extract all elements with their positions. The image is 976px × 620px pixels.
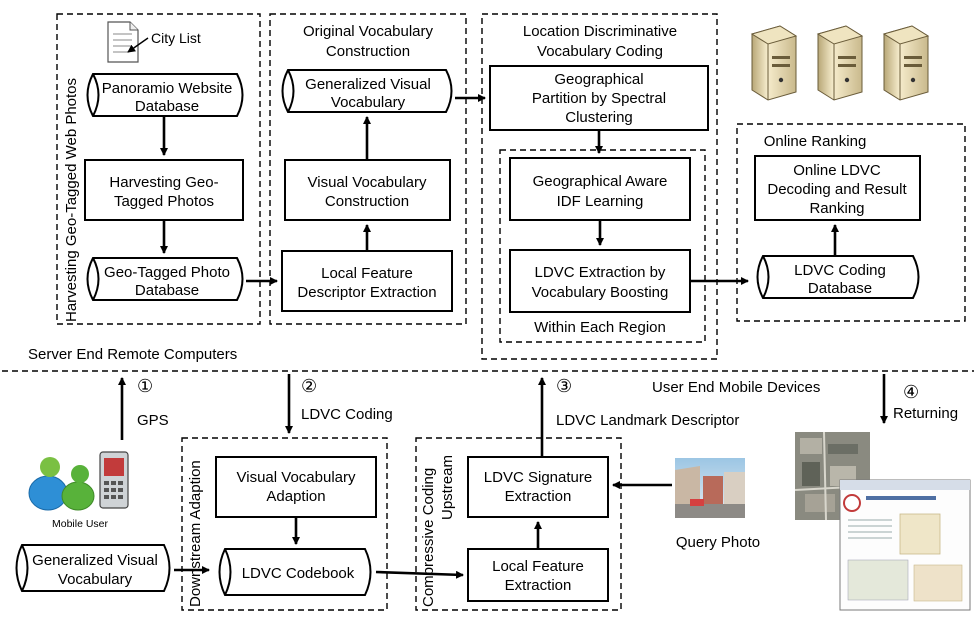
upstream-group [415, 437, 622, 611]
webpage-result-icon [839, 479, 971, 611]
ldvc-coding-db-label-2: Database [808, 280, 872, 297]
geo-idf-label-2: IDF Learning [557, 193, 644, 210]
step2-label: LDVC Coding [301, 406, 393, 423]
vocab-adaption-node [215, 456, 377, 518]
server-icon [816, 25, 864, 101]
step3-number: ③ [556, 376, 572, 396]
harvesting-group [56, 13, 261, 325]
online-ranking-title: Online Ranking [764, 133, 867, 150]
ldvc-extraction-label-1: LDVC Extraction by [535, 264, 666, 281]
harvest-photos-node [84, 159, 244, 221]
original-vocab-title-1: Original Vocabulary [303, 23, 434, 40]
server-end-label: Server End Remote Computers [28, 346, 237, 363]
upstream-title-2: Compressive Coding [420, 468, 437, 607]
vocab-adaption-label-2: Adaption [266, 488, 325, 505]
ldvc-coding-db-node [756, 255, 920, 299]
user-end-label: User End Mobile Devices [652, 379, 820, 396]
generalized-vocab-mobile-label-1: Generalized Visual [32, 552, 158, 569]
step4-number: ④ [903, 382, 919, 402]
online-decoding-node [754, 155, 921, 221]
local-feature-mobile-node [467, 548, 609, 602]
geo-partition-label-1: Geographical [554, 71, 643, 88]
original-vocab-title-2: Construction [326, 43, 410, 60]
city-list-label: City List [151, 30, 201, 46]
geotagged-db-label-2: Database [135, 282, 199, 299]
location-coding-title-2: Vocabulary Coding [537, 43, 663, 60]
panoramio-db-label-2: Database [135, 98, 199, 115]
local-feature-server-label-2: Descriptor Extraction [297, 284, 436, 301]
downstream-group [181, 437, 388, 611]
mobile-user-icon [28, 451, 129, 511]
within-region-title: Within Each Region [534, 319, 666, 336]
harvest-photos-label-1: Harvesting Geo- [109, 174, 218, 191]
ldvc-signature-label-1: LDVC Signature [484, 469, 592, 486]
ldvc-extraction-label-2: Vocabulary Boosting [532, 284, 669, 301]
ldvc-extraction-node [509, 249, 691, 313]
panoramio-db-node [86, 73, 244, 117]
geotagged-db-label-1: Geo-Tagged Photo [104, 264, 230, 281]
generalized-vocab-mobile-label-2: Vocabulary [58, 571, 133, 588]
local-feature-mobile-label-2: Extraction [505, 577, 572, 594]
visual-vocab-construction-label-1: Visual Vocabulary [308, 174, 427, 191]
harvesting-group-title: Harvesting Geo-Tagged Web Photos [63, 78, 80, 322]
ldvc-signature-label-2: Extraction [505, 488, 572, 505]
local-feature-server-label-1: Local Feature [321, 265, 413, 282]
local-feature-mobile-label-1: Local Feature [492, 558, 584, 575]
server-icon [750, 25, 798, 101]
geo-partition-label-3: Clustering [565, 109, 633, 126]
original-vocab-group [269, 13, 467, 325]
geo-partition-label-2: Partition by Spectral [532, 90, 666, 107]
mobile-user-label: Mobile User [52, 518, 109, 530]
step2-number: ② [301, 376, 317, 396]
step3-label: LDVC Landmark Descriptor [556, 412, 739, 429]
step1-label: GPS [137, 412, 169, 429]
arrow-codebook-to-localfeature [375, 570, 464, 579]
ldvc-codebook-label: LDVC Codebook [242, 565, 355, 582]
upstream-title-1: Upstream [439, 455, 456, 520]
geo-idf-label-1: Geographical Aware [533, 173, 668, 190]
downstream-title: Downstream Adaption [187, 460, 204, 607]
geo-partition-node [489, 65, 709, 131]
step4-label: Returning [893, 405, 958, 422]
ldvc-codebook-node [218, 548, 372, 596]
vocab-adaption-label-1: Visual Vocabulary [237, 469, 356, 486]
server-icon [882, 25, 930, 101]
city-list-arrow [127, 37, 149, 53]
online-decoding-label-1: Online LDVC [793, 162, 881, 179]
location-coding-title-1: Location Discriminative [523, 23, 677, 40]
harvest-photos-label-2: Tagged Photos [114, 193, 214, 210]
online-decoding-label-2: Decoding and Result [767, 181, 907, 198]
generalized-vocab-server-label-1: Generalized Visual [305, 76, 431, 93]
geo-idf-node [509, 157, 691, 221]
ldvc-signature-node [467, 456, 609, 518]
online-ranking-group [736, 123, 966, 322]
query-photo-label: Query Photo [676, 534, 760, 551]
panoramio-db-label-1: Panoramio Website [102, 80, 233, 97]
step1-number: ① [137, 376, 153, 396]
visual-vocab-construction-label-2: Construction [325, 193, 409, 210]
generalized-vocab-mobile-node [15, 544, 171, 592]
geotagged-db-node [86, 257, 244, 301]
ldvc-coding-db-label-1: LDVC Coding [794, 262, 886, 279]
generalized-vocab-server-label-2: Vocabulary [331, 94, 406, 111]
document-icon [107, 21, 139, 63]
generalized-vocab-server-node [281, 69, 453, 113]
online-decoding-label-3: Ranking [809, 200, 864, 217]
visual-vocab-construction-node [284, 159, 451, 221]
query-photo-icon [675, 458, 745, 518]
